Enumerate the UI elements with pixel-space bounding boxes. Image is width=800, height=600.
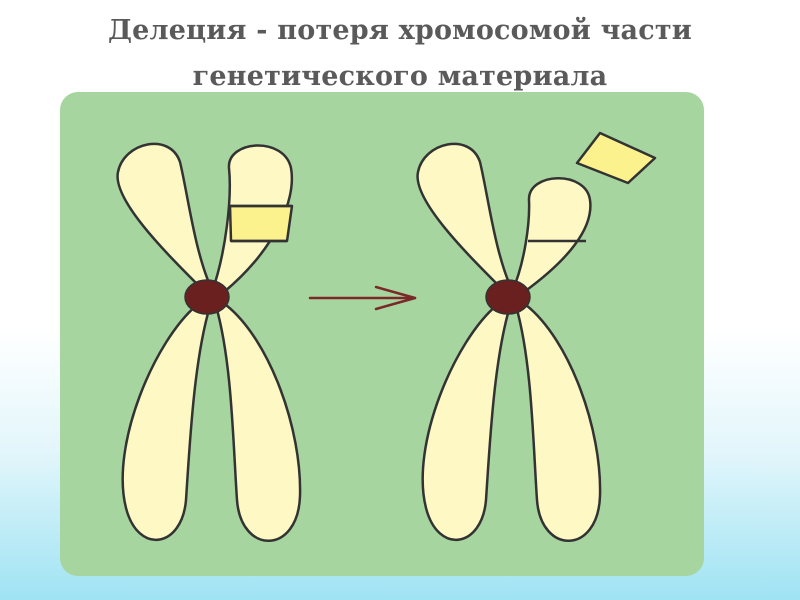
title-line-2: генетического материала (192, 61, 608, 92)
process-arrow (308, 285, 417, 311)
centromere-right (485, 279, 531, 315)
chromatid-lower-right (514, 303, 602, 542)
arrow-head (374, 285, 417, 311)
chromatid-upper-right-shortened (510, 177, 592, 294)
title-line-1: Делеция - потеря хромосомой части (107, 15, 693, 46)
deleted-chromosome (416, 142, 602, 542)
centromere-left (184, 279, 230, 315)
chromatid-upper-left (416, 142, 515, 294)
slide-title: Делеция - потеря хромосомой части генети… (0, 8, 800, 100)
chromatid-lower-left (421, 303, 512, 541)
lost-fragment (575, 131, 657, 185)
deleted-segment-marked (228, 204, 294, 243)
chromatid-lower-left (121, 303, 212, 541)
normal-chromosome (116, 142, 302, 542)
chromatid-lower-right (214, 303, 302, 542)
chromatid-upper-left (116, 142, 215, 294)
